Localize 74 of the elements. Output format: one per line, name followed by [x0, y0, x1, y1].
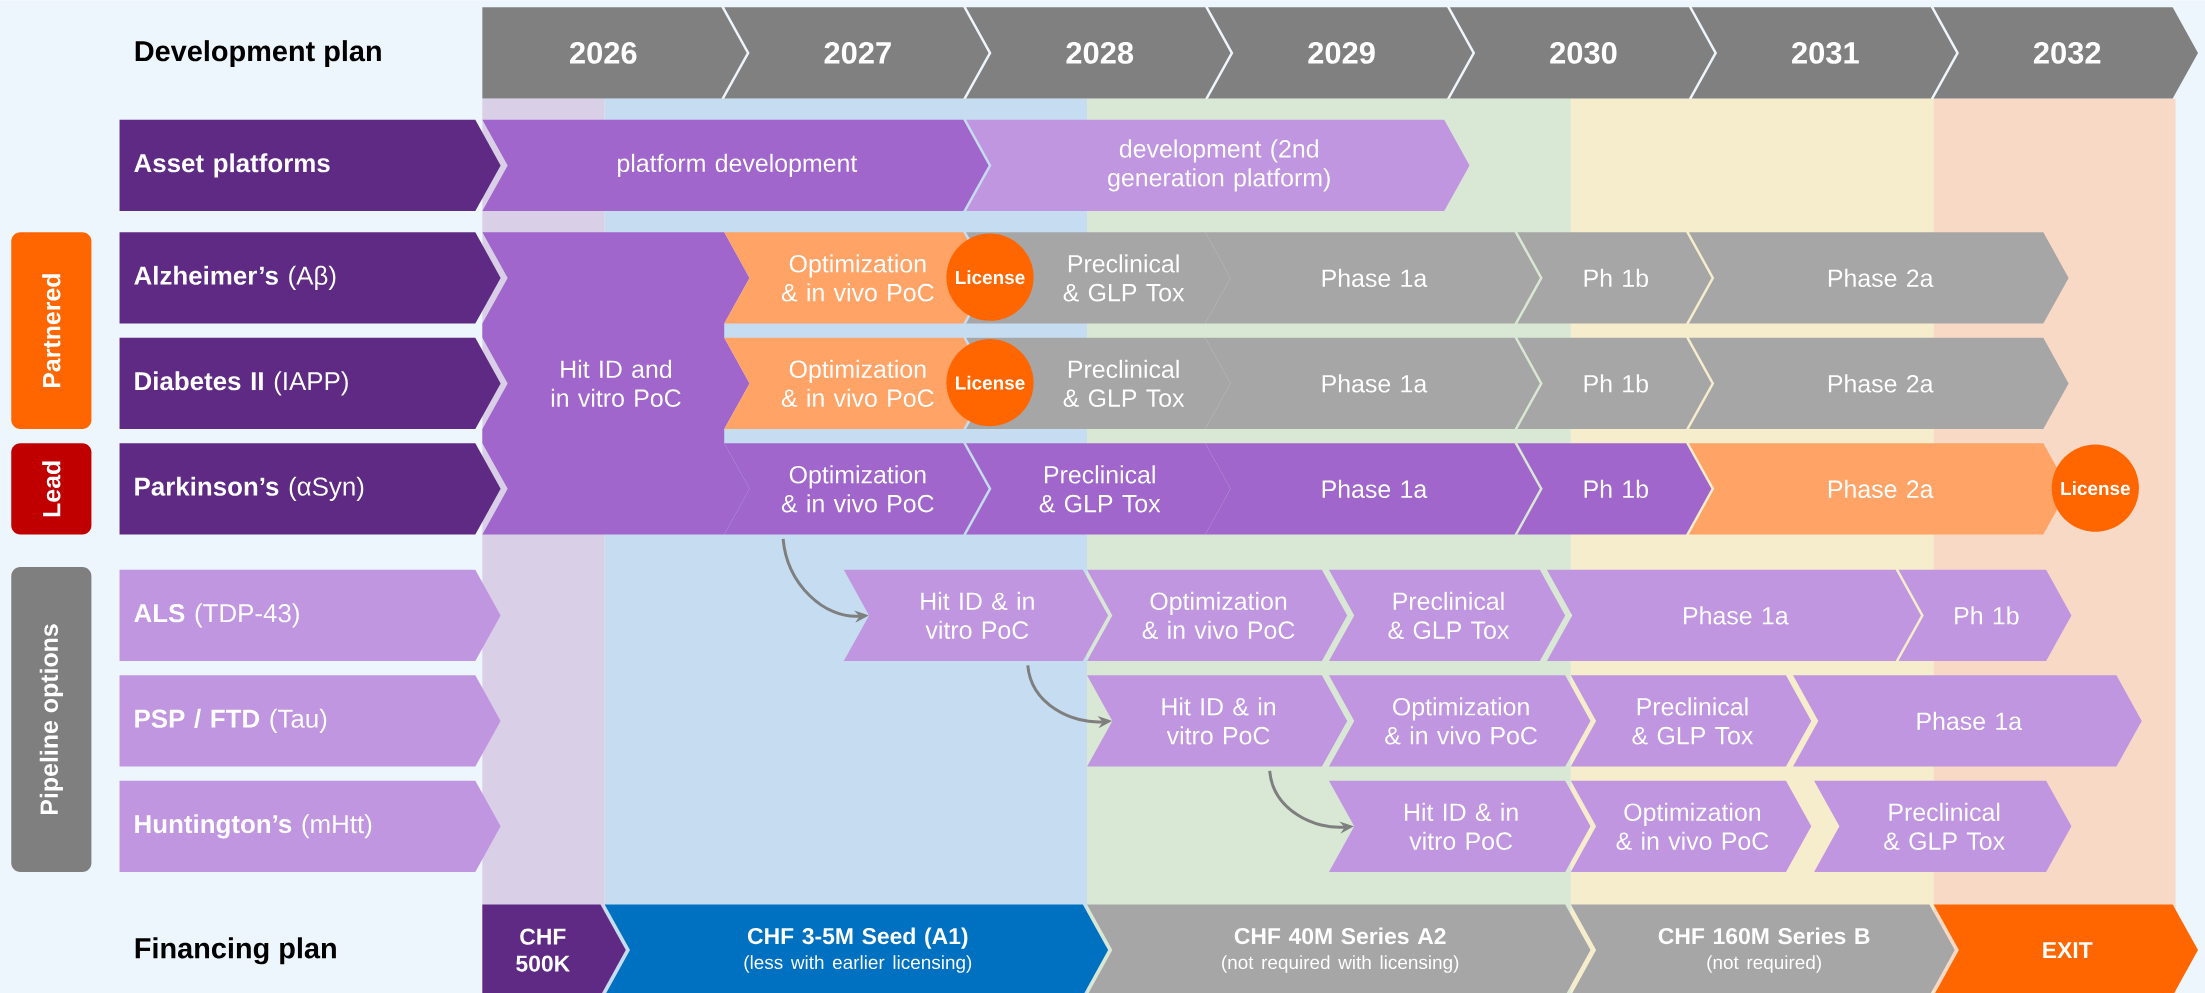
node-label: 2026 [570, 41, 637, 64]
node-label: Phase 2a [1828, 374, 1934, 393]
funding-box: EXIT [1933, 904, 2198, 993]
node-label: Preclinical & GLP Tox [1388, 591, 1510, 640]
phase-box: Preclinical & GLP Tox [1814, 780, 2072, 873]
funding-box: CHF 160M Series B (not required) [1570, 904, 1955, 993]
node-label: Preclinical & GLP Tox [1039, 465, 1161, 513]
phase-box: Ph 1b [1517, 443, 1712, 535]
phase-box: Ph 1b [1898, 569, 2072, 662]
group-tab: Pipeline options [11, 566, 92, 873]
node-label: Hit ID & in vitro PoC [1162, 697, 1276, 745]
phase-box: Preclinical & GLP Tox [966, 443, 1231, 535]
node-label: Phase 1a [1322, 479, 1428, 499]
phase-box: platform development [482, 119, 989, 212]
row-label-box: Huntington’s (mHtt) [119, 780, 501, 873]
funding-box: CHF 3-5M Seed (A1) (less with earlier licensing) [604, 904, 1109, 993]
phase-box: Phase 2a [1688, 232, 2069, 324]
node-label: Optimization & in vivo PoC [1142, 591, 1295, 640]
node-label: 2027 [824, 41, 891, 64]
node-label: (not required) [1707, 955, 1821, 973]
node-label: Phase 1a [1917, 711, 2023, 731]
node-label: Phase 1a [1322, 374, 1428, 393]
row-label-box: ALS (TDP-43) [119, 569, 501, 662]
phase-box: development (2nd generation platform) [966, 119, 1470, 212]
node-label: Optimization & in vivo PoC [781, 465, 934, 513]
phase-box: Preclinical & GLP Tox [1570, 675, 1812, 767]
phase-box: Optimization & in vivo PoC [1087, 569, 1348, 662]
phase-box: Phase 1a [1205, 443, 1540, 535]
node-label: (not required with licensing) [1222, 955, 1459, 973]
node-label: Hit ID & in vitro PoC [1405, 802, 1518, 850]
node-label: Phase 1a [1684, 606, 1789, 625]
node-label: 2032 [2033, 41, 2101, 64]
row-label-box: PSP / FTD (Tau) [119, 675, 501, 767]
phase-box: Phase 1a [1546, 569, 1921, 662]
node-label: Optimization & in vivo PoC [1385, 697, 1537, 745]
phase-box: Ph 1b [1517, 232, 1712, 324]
phase-box: Hit ID & in vitro PoC [843, 569, 1109, 662]
row-label-box: Alzheimer’s (Aβ) [119, 232, 501, 324]
phase-box: Phase 1a [1793, 675, 2142, 767]
phase-box: Phase 1a [1205, 232, 1540, 324]
row-label-box: Diabetes II (IAPP) [119, 337, 501, 430]
row-label-box: Parkinson’s (αSyn) [119, 443, 501, 535]
node-label: Ph 1b [1584, 268, 1648, 288]
node-label: Hit ID & in vitro PoC [921, 591, 1034, 640]
group-tab: Partnered [11, 232, 92, 430]
node-label: 2030 [1550, 41, 1617, 64]
phase-box: Optimization & in vivo PoC [1570, 780, 1812, 873]
node-label: CHF 160M Series B [1658, 927, 1870, 945]
node-label: CHF 40M Series A2 [1234, 927, 1446, 945]
node-label: Preclinical & GLP Tox [1632, 697, 1754, 745]
node-label: Phase 2a [1828, 268, 1934, 288]
phase-box: Ph 1b [1517, 337, 1712, 430]
node-label: Optimization & in vivo PoC [1616, 802, 1769, 850]
funding-box: CHF 40M Series A2 (not required with licensing) [1087, 904, 1591, 993]
node-label: 2028 [1066, 41, 1134, 64]
node-label: 2031 [1792, 41, 1859, 64]
row-heading: Financing plan [135, 937, 336, 965]
node-label: Ph 1b [1584, 374, 1648, 393]
row-heading: Development plan [135, 40, 381, 68]
year-box: 2028 [966, 7, 1231, 99]
node-label: Ph 1b [1955, 606, 2019, 625]
node-label: Phase 1a [1322, 268, 1428, 288]
node-label: Preclinical & GLP Tox [1063, 359, 1185, 407]
node-label: Preclinical & GLP Tox [1063, 254, 1185, 302]
group-tab: Lead [11, 443, 92, 535]
row-label-box: Asset platforms [119, 119, 501, 212]
phase-box: Phase 2a [1688, 337, 2069, 430]
funding-box: CHF 500K [482, 904, 626, 993]
node-label: 2029 [1308, 41, 1375, 64]
year-box: 2026 [482, 7, 747, 99]
phase-box: Hit ID & in vitro PoC [1328, 780, 1591, 873]
node-label: Ph 1b [1584, 479, 1648, 499]
phase-box: Preclinical & GLP Tox [1328, 569, 1566, 662]
phase-box: Phase 1a [1205, 337, 1540, 430]
